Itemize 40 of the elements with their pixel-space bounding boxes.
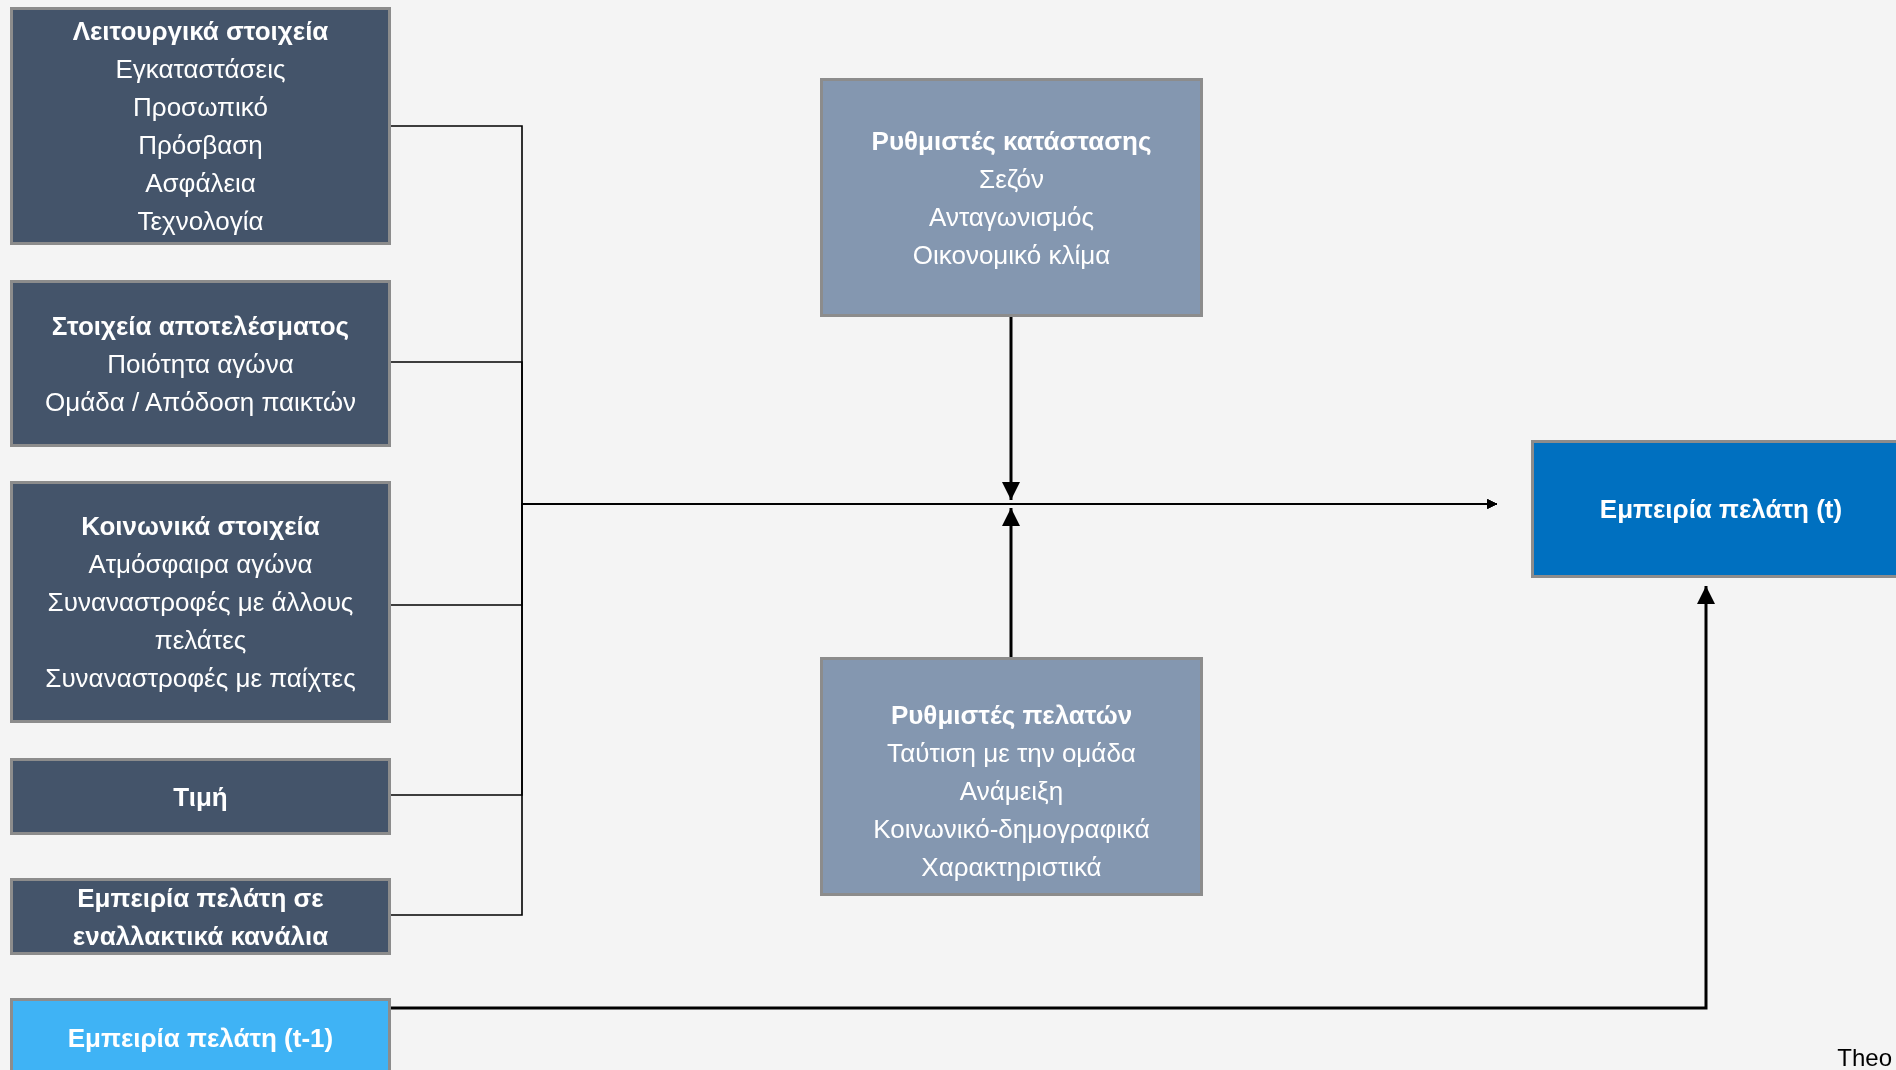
factor-box	[10, 758, 391, 835]
box-item: Εγκαταστάσεις	[115, 53, 286, 86]
box-item: Χαρακτηριστικά	[921, 850, 1102, 884]
box-item: Ομάδα / Απόδοση παικτών	[45, 385, 356, 419]
box-item: Συναναστροφές με άλλους πελάτες	[46, 586, 355, 657]
box-heading: Ρυθμιστές πελατών	[890, 698, 1133, 732]
arrow	[390, 499, 1498, 916]
arrow	[391, 586, 1715, 1010]
arrow	[1002, 508, 1020, 657]
factor-box	[10, 7, 391, 245]
box-heading: Εμπειρία πελάτη (t-1)	[67, 1022, 334, 1055]
box-item: Ανάμειξη	[959, 774, 1064, 808]
box-heading: Τιμή	[173, 780, 228, 814]
moderator-box	[820, 78, 1203, 317]
box-item: Ασφάλεια	[145, 167, 256, 200]
box-item: Οικονομικό κλίμα	[912, 238, 1111, 272]
box-item: Σεζόν	[979, 162, 1044, 196]
box-item: Τεχνολογία	[137, 205, 264, 238]
box-heading: Ρυθμιστές κατάστασης	[871, 124, 1152, 158]
box-heading: Στοιχεία αποτελέσματος	[51, 309, 350, 343]
arrow	[1002, 317, 1020, 500]
box-item: Ατμόσφαιρα αγώνα	[88, 548, 313, 581]
note-text: Theo	[1837, 1044, 1892, 1070]
box-item: Προσωπικό	[133, 91, 268, 124]
box-heading: Εμπειρία πελάτη σε εναλλακτικά κανάλια	[71, 881, 330, 953]
previous-experience-box	[10, 998, 391, 1070]
box-heading: Λειτουργικά στοιχεία	[72, 15, 329, 48]
box-item: Συναναστροφές με παίχτες	[45, 662, 356, 695]
box-item: Ταύτιση με την ομάδα	[887, 736, 1136, 770]
factor-box	[10, 878, 391, 955]
box-heading: Κοινωνικά στοιχεία	[81, 510, 320, 543]
box-item: Ποιότητα αγώνα	[107, 347, 294, 381]
factor-box	[10, 481, 391, 723]
box-item: Κοινωνικό-δημογραφικά	[873, 812, 1150, 846]
factor-box	[10, 280, 391, 447]
box-heading: Εμπειρία πελάτη (t)	[1599, 493, 1843, 526]
moderator-box	[820, 657, 1203, 896]
outcome-box	[1531, 440, 1896, 578]
box-item: Πρόσβαση	[138, 129, 263, 162]
box-item: Ανταγωνισμός	[929, 200, 1094, 234]
